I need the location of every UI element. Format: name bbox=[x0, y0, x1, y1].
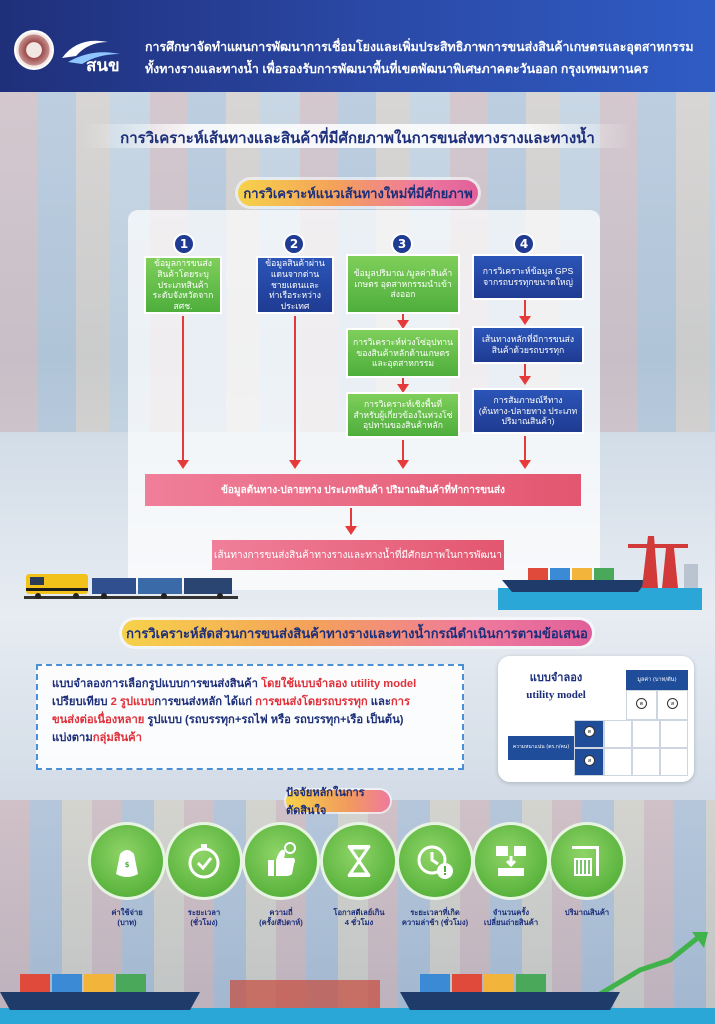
flow-box-2: ข้อมูลสินค้าผ่านแดนจากด่านชายแดนและท่าเร… bbox=[256, 256, 334, 314]
arrow-col1 bbox=[182, 316, 184, 462]
arrow-col4a-head bbox=[519, 316, 531, 325]
main-title: การวิเคราะห์เส้นทางและสินค้าที่มีศักยภาพ… bbox=[120, 130, 595, 147]
high-density-icon: ส bbox=[584, 755, 595, 766]
arrow-col1-head bbox=[177, 460, 189, 469]
matrix-col-header: มูลค่า (บาท/ตัน) bbox=[626, 670, 688, 690]
arrow-col4a bbox=[524, 300, 526, 320]
step-number-3: 3 bbox=[391, 233, 413, 255]
arrow-col3a bbox=[402, 314, 404, 324]
hourglass-icon bbox=[320, 822, 398, 900]
factor-label-time: ระยะเวลา(ชั่วโมง) bbox=[187, 908, 221, 928]
desc-line1: แบบจำลองการเลือกรูปแบบการขนส่งสินค้า โดย… bbox=[52, 678, 417, 690]
desc-line3: ขนส่งต่อเนื่องหลาย รูปแบบ (รถบรรทุก+รถไฟ… bbox=[52, 713, 404, 726]
utility-model-title: แบบจำลอง utility model bbox=[526, 672, 586, 702]
bottom-port-illustration bbox=[0, 932, 715, 1024]
freight-train-icon bbox=[24, 574, 238, 599]
factor-label-delay-duration: ระยะเวลาที่เกิดความล่าช้า (ชั่วโมง) bbox=[401, 908, 469, 928]
arrow-col4b-head bbox=[519, 376, 531, 385]
header-title-line2: ทั้งทางรางและทางน้ำ เพื่อรองรับการพัฒนาพ… bbox=[145, 62, 649, 76]
header-banner: สนข การศึกษาจัดทำแผนการพัฒนาการเชื่อมโยง… bbox=[0, 0, 715, 92]
title-backdrop bbox=[82, 124, 632, 148]
otp-logo-icon bbox=[62, 40, 120, 64]
factor-label-volume: ปริมาณสินค้า bbox=[564, 908, 610, 917]
utility-model-matrix: มูลค่า (บาท/ตัน) ต ส ความหนาแน่น (ตร.ก/ค… bbox=[508, 664, 690, 776]
section1-title: การวิเคราะห์แนวเส้นทางใหม่ที่มีศักยภาพ bbox=[238, 180, 478, 206]
ministry-seal-logo bbox=[14, 30, 54, 70]
flow-box-4a: การวิเคราะห์ข้อมูล GPS จากรถบรรทุกขนาดให… bbox=[472, 254, 584, 300]
factors-title: ปัจจัยหลักในการตัดสินใจ bbox=[286, 787, 390, 817]
arrow-merge-head bbox=[345, 526, 357, 535]
port-crane-ship-icon bbox=[498, 536, 702, 610]
svg-text:$: $ bbox=[125, 861, 130, 869]
utility-model-description: แบบจำลองการเลือกรูปแบบการขนส่งสินค้า โดย… bbox=[36, 664, 464, 770]
arrow-col3c-head bbox=[397, 460, 409, 469]
arrow-col4c-head bbox=[519, 460, 531, 469]
desc-line2: เปรียบเทียบ 2 รูปแบบการขนส่งหลัก ได้แก่ … bbox=[52, 695, 410, 708]
arrow-col3b bbox=[402, 378, 404, 388]
step-number-4: 4 bbox=[513, 233, 535, 255]
arrow-col4c bbox=[524, 436, 526, 462]
arrow-col3b-head bbox=[397, 384, 409, 393]
arrow-col4b bbox=[524, 364, 526, 380]
stopwatch-icon bbox=[165, 822, 243, 900]
arrow-merge bbox=[350, 508, 352, 528]
step-number-2: 2 bbox=[283, 233, 305, 255]
result-bar: เส้นทางการขนส่งสินค้าทางรางและทางน้ำที่ม… bbox=[212, 540, 504, 570]
matrix-row-header: ความหนาแน่น (ตร.ก/คน) bbox=[508, 736, 574, 760]
flow-box-1: ข้อมูลการขนส่งสินค้าโดยระบุประเภทสินค้าร… bbox=[144, 256, 222, 314]
arrow-col3c bbox=[402, 440, 404, 462]
frequency-hand-icon bbox=[242, 822, 320, 900]
logo-text: สนข bbox=[86, 56, 120, 75]
merge-bar: ข้อมูลต้นทาง-ปลายทาง ประเภทสินค้า ปริมาณ… bbox=[145, 474, 581, 506]
flow-box-3c: การวิเคราะห์เชิงพื้นที่สำหรับผู้เกี่ยวข้… bbox=[346, 392, 460, 438]
flow-box-3b: การวิเคราะห์ห่วงโซ่อุปทานของสินค้าหลักด้… bbox=[346, 328, 460, 378]
delay-clock-icon bbox=[396, 822, 474, 900]
transfer-icon bbox=[472, 822, 550, 900]
header-title-line1: การศึกษาจัดทำแผนการพัฒนาการเชื่อมโยงและเ… bbox=[145, 40, 694, 54]
desc-line4: แบ่งตามกลุ่มสินค้า bbox=[52, 731, 142, 744]
arrow-col2 bbox=[294, 316, 296, 462]
flow-box-4b: เส้นทางหลักที่มีการขนส่งสินค้าด้วยรถบรรท… bbox=[472, 326, 584, 364]
flow-box-3a: ข้อมูลปริมาณ /มูลค่าสินค้าเกษตร อุตสาหกร… bbox=[346, 254, 460, 314]
cost-bag-icon: $ bbox=[88, 822, 166, 900]
arrow-col2-head bbox=[289, 460, 301, 469]
factor-label-transfers: จำนวนครั้งเปลี่ยนถ่ายสินค้า bbox=[483, 908, 539, 928]
section2-title: การวิเคราะห์สัดส่วนการขนส่งสินค้าทางรางแ… bbox=[122, 620, 592, 646]
step-number-1: 1 bbox=[173, 233, 195, 255]
factor-label-frequency: ความถี่(ครั้ง/สัปดาห์) bbox=[259, 908, 303, 928]
flow-box-4c: การสัมภาษณ์รีทาง (ต้นทาง-ปลายทาง ประเภท … bbox=[472, 388, 584, 434]
low-value-icon: ต bbox=[636, 698, 647, 709]
high-value-icon: ส bbox=[667, 698, 678, 709]
container-crane-icon bbox=[548, 822, 626, 900]
arrow-col3a-head bbox=[397, 320, 409, 329]
low-density-icon: ต bbox=[584, 726, 595, 737]
factor-label-cost: ค่าใช้จ่าย(บาท) bbox=[111, 908, 143, 928]
utility-model-card: แบบจำลอง utility model มูลค่า (บาท/ตัน) … bbox=[498, 656, 694, 782]
